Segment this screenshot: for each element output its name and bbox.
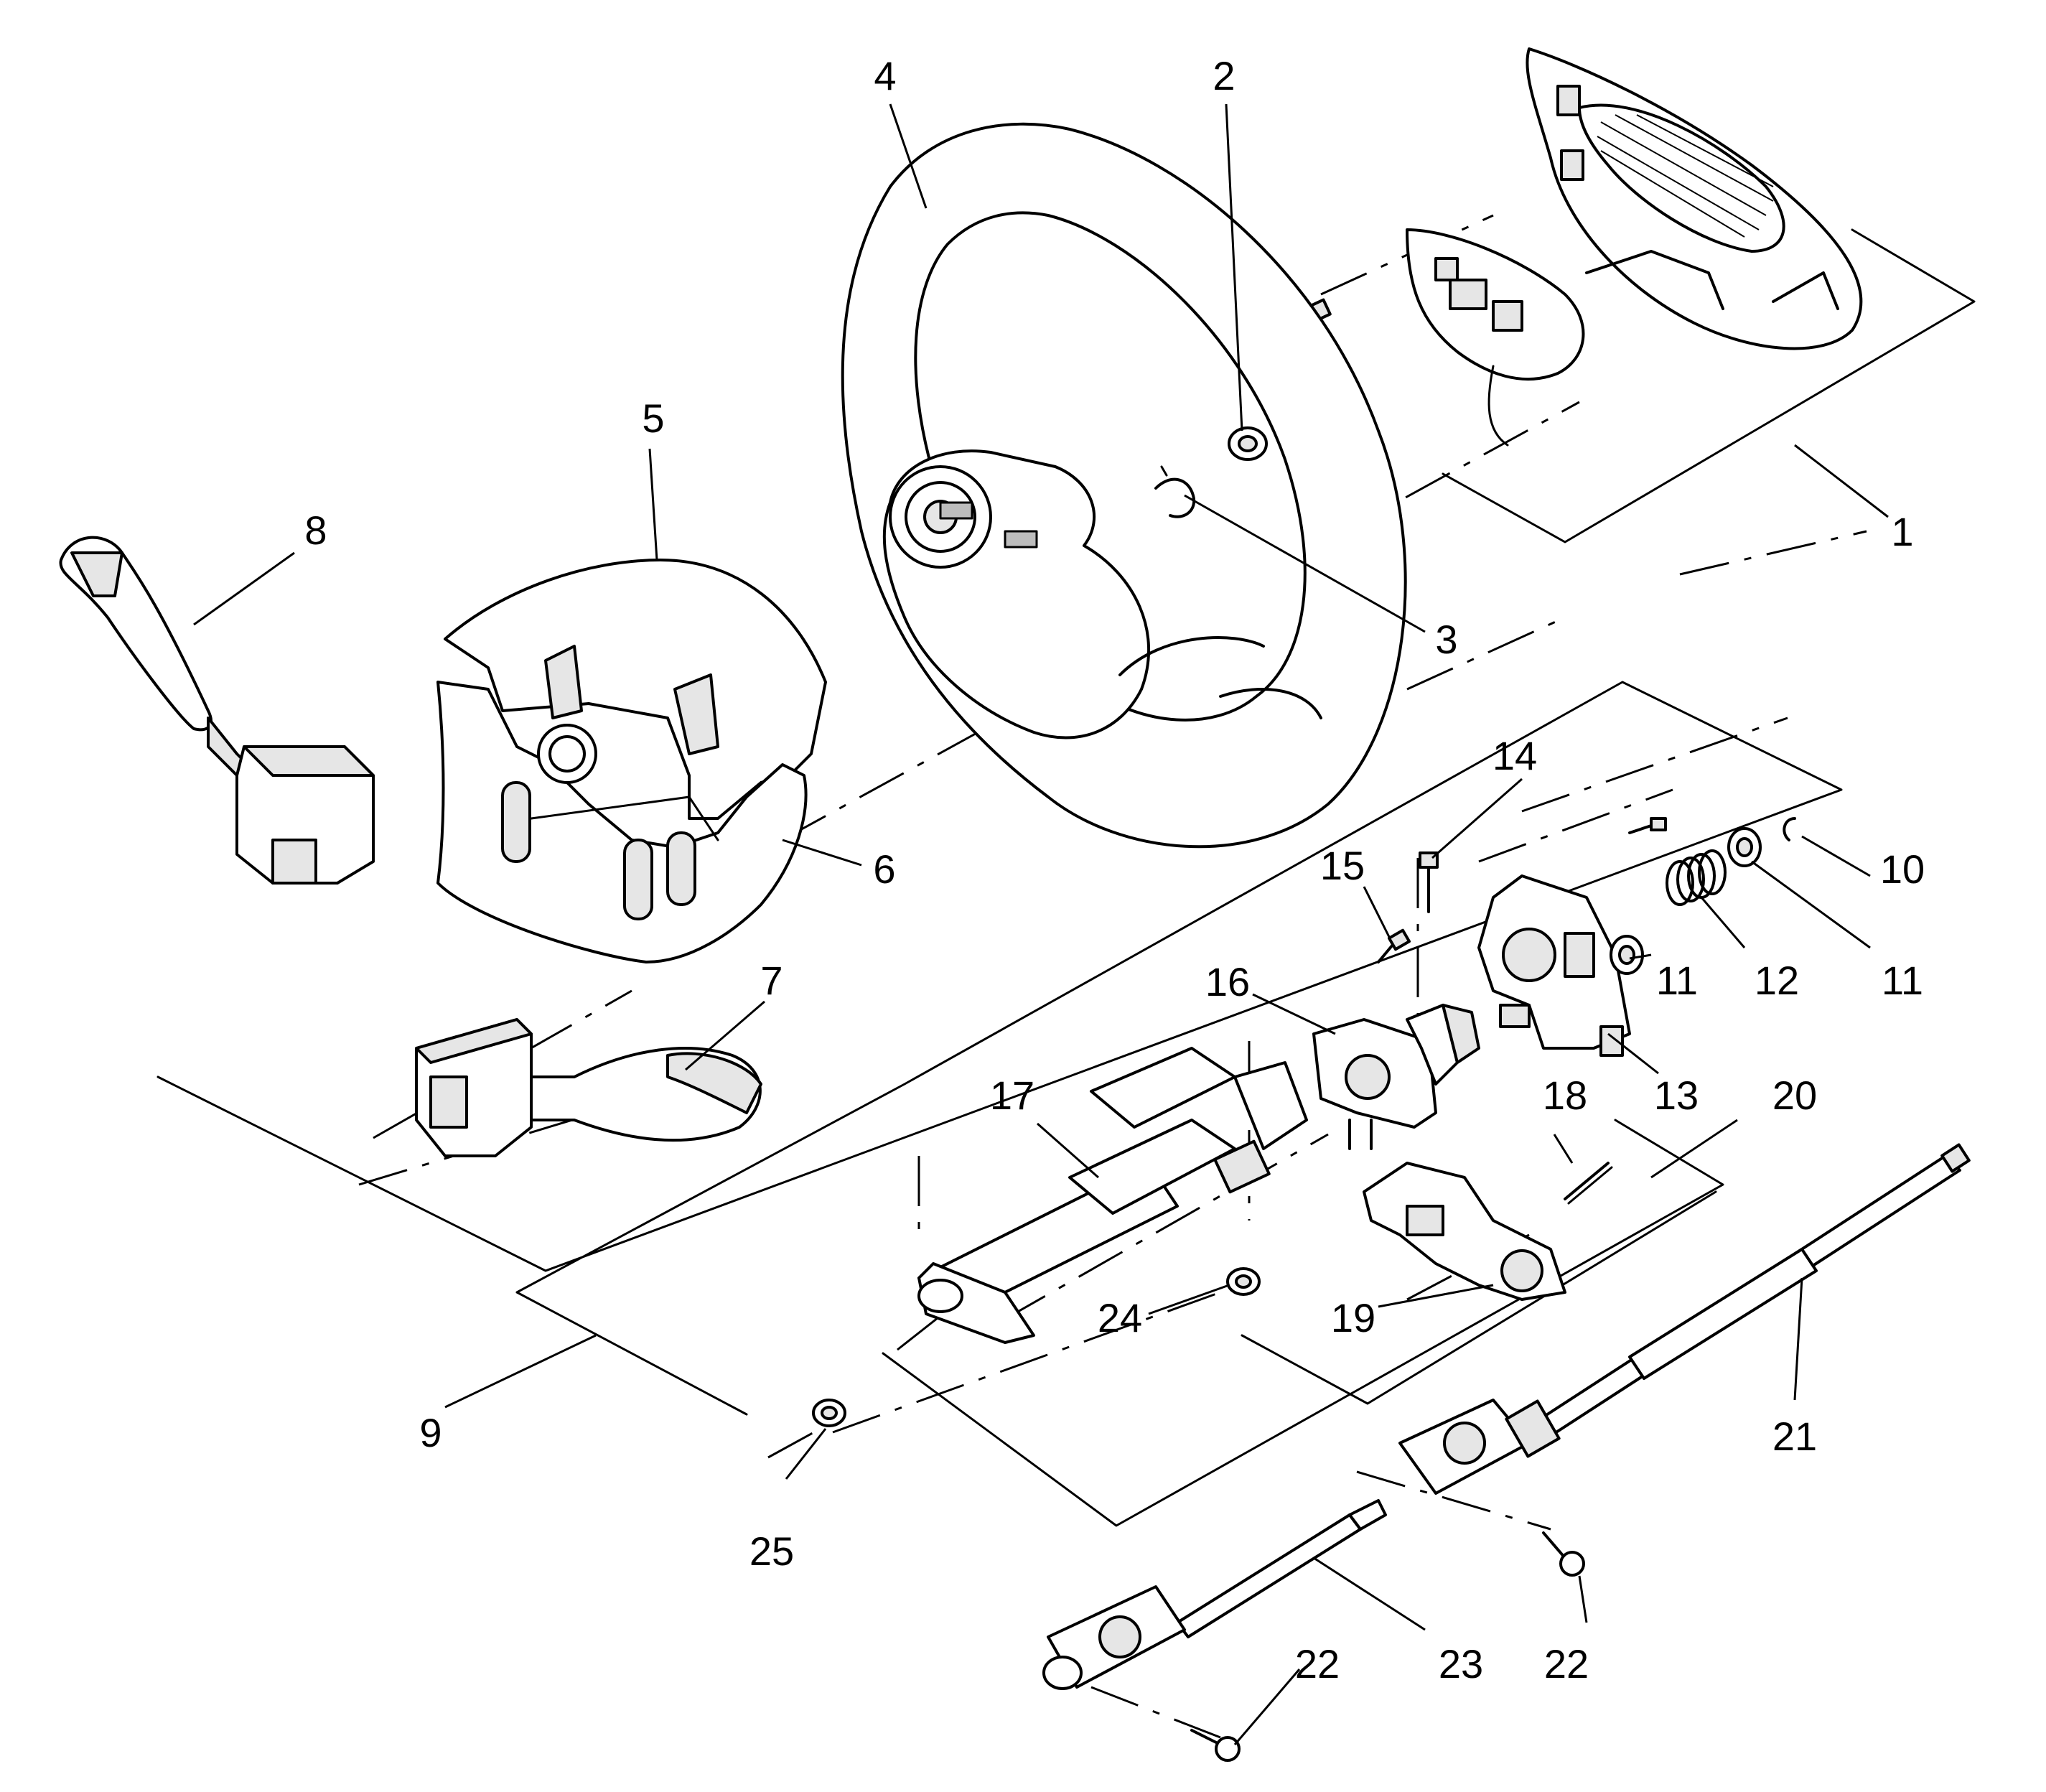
callout-22b: 22: [1544, 1641, 1589, 1686]
ignition-switch: [1363, 1162, 1566, 1301]
callout-23: 23: [1439, 1641, 1483, 1686]
callout-11a: 11: [1656, 958, 1698, 1003]
callout-21: 21: [1772, 1414, 1817, 1459]
group-frame-20: [882, 1119, 1724, 1527]
column-screw: [1377, 928, 1411, 963]
steering-wheel: [841, 122, 1407, 849]
return-spring: [1666, 849, 1727, 906]
lock-bracket: [1312, 1004, 1480, 1150]
callout-16: 16: [1205, 959, 1250, 1004]
callout-9: 9: [419, 1410, 442, 1455]
callout-5: 5: [642, 396, 664, 441]
callout-6: 6: [873, 846, 895, 892]
airbag-module: [1526, 47, 1863, 350]
callout-10: 10: [1880, 846, 1925, 892]
callout-2: 2: [1213, 53, 1235, 98]
steering-column: [917, 1047, 1308, 1344]
lower-column-cover: [436, 681, 808, 963]
column-nut-upper: [1226, 1267, 1261, 1296]
upper-u-joint: [1398, 1399, 1561, 1495]
lower-u-joint: [1042, 1585, 1186, 1690]
pinch-bolt-lower: [1190, 1729, 1241, 1762]
intermediate-shaft: [1535, 1143, 1971, 1437]
callout-19: 19: [1331, 1295, 1375, 1340]
spring-washer-stack: [1610, 817, 1796, 975]
tilt-bolt: [1419, 851, 1439, 913]
callout-8: 8: [304, 508, 327, 553]
long-screw: [1628, 817, 1667, 834]
steering-wheel-nut: [1228, 426, 1268, 461]
upper-column-cover: [444, 559, 827, 820]
callout-20: 20: [1772, 1073, 1817, 1118]
callout-1: 1: [1891, 509, 1913, 554]
callout-17: 17: [990, 1073, 1034, 1118]
callout-25: 25: [749, 1529, 794, 1574]
turn-signal-switch: [59, 536, 375, 885]
lock-pin: [1564, 1162, 1613, 1205]
group-frame-9: [157, 681, 1843, 1416]
lower-steering-shaft: [1042, 1399, 1561, 1690]
group-frame-1: [1442, 228, 1976, 543]
steering-wheel-retainer: [1154, 465, 1196, 518]
airbag-cover-grille: [1597, 114, 1774, 238]
callout-3: 3: [1435, 617, 1457, 662]
callout-14: 14: [1493, 733, 1537, 778]
callout-18: 18: [1543, 1073, 1587, 1118]
callout-13: 13: [1654, 1073, 1699, 1118]
callout-7: 7: [760, 958, 783, 1003]
callout-labels: 1 2 3 4 5 6 7 8 9 10 11 12 11 13 14 15 1…: [304, 53, 1925, 1686]
callout-15: 15: [1320, 843, 1365, 888]
callout-12: 12: [1755, 958, 1799, 1003]
callout-4: 4: [874, 53, 896, 98]
callout-22a: 22: [1295, 1641, 1340, 1686]
airbag-inflator: [1406, 228, 1585, 447]
group-frame-inner: [1241, 1190, 1717, 1405]
leader-lines: [193, 103, 1889, 1745]
callout-24: 24: [1098, 1295, 1142, 1340]
column-nut-lower: [812, 1399, 846, 1427]
wiper-switch: [415, 1018, 762, 1157]
ignition-lock-housing: [1477, 874, 1631, 1057]
pinch-bolt-upper: [1542, 1531, 1585, 1577]
callout-11b: 11: [1882, 958, 1923, 1003]
